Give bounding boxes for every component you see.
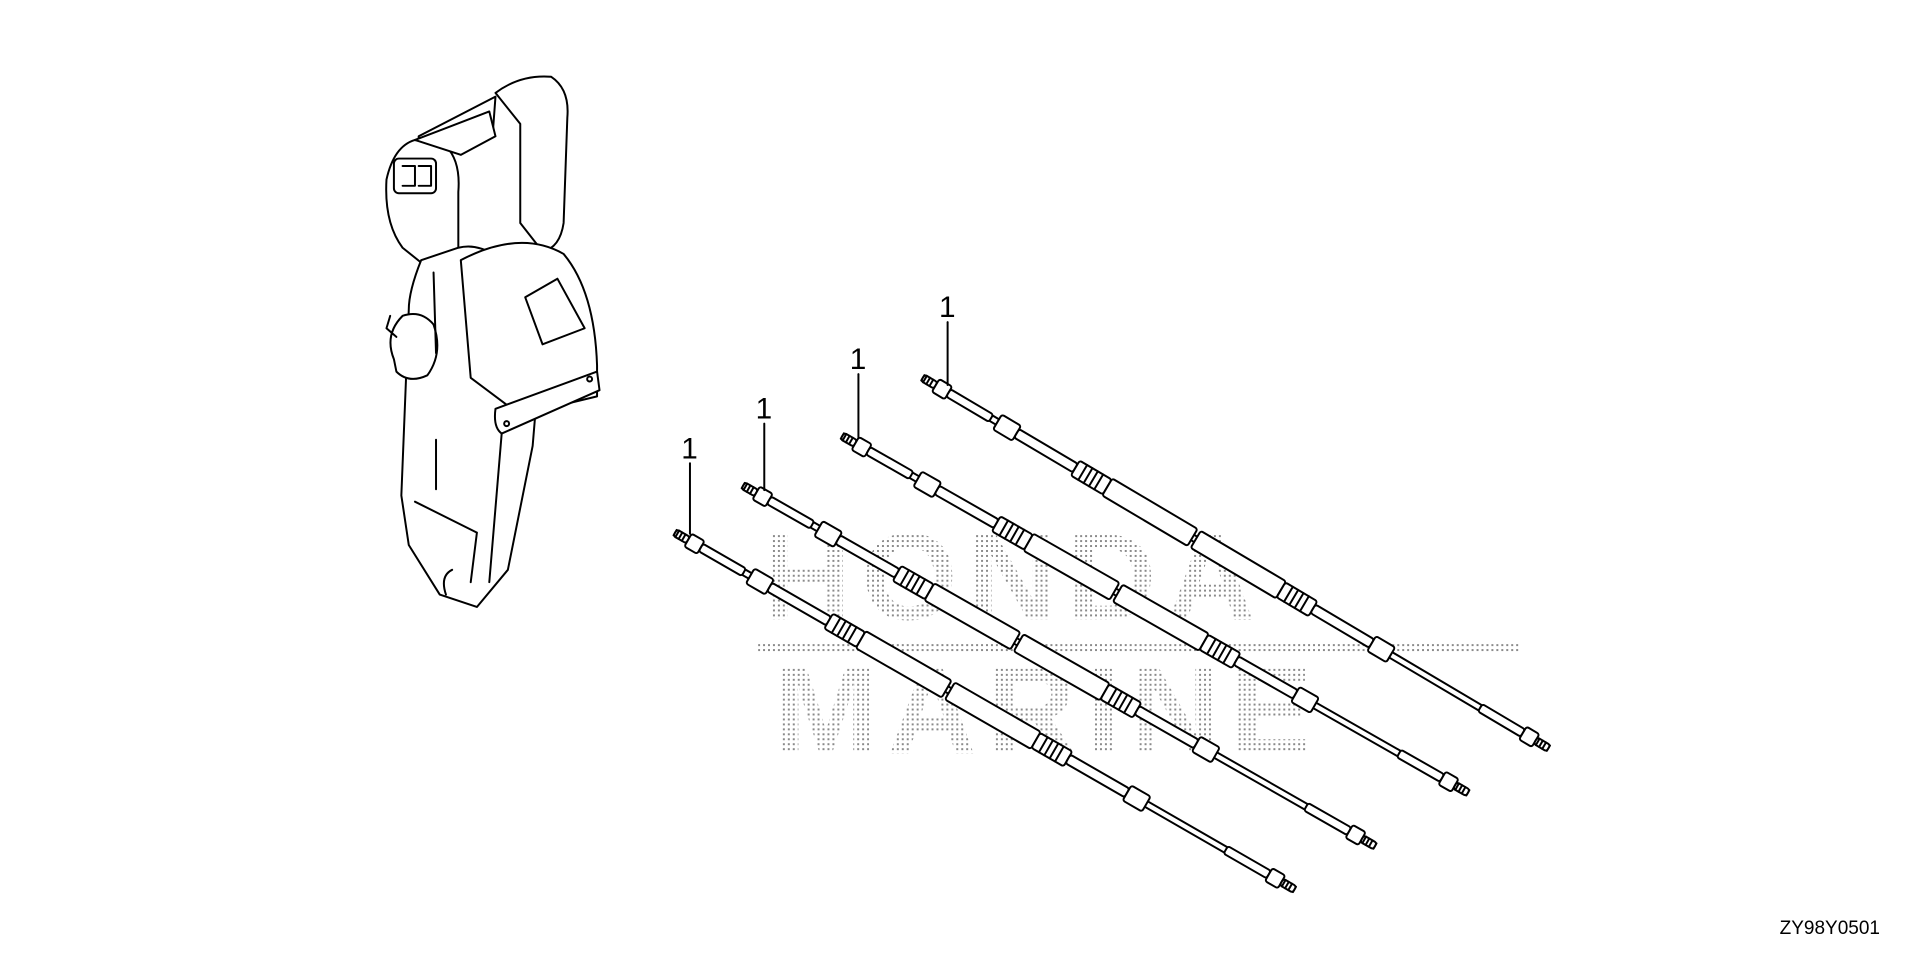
- callout-part-1: 1: [756, 393, 773, 492]
- remote-control-box: [385, 75, 601, 608]
- control-cables: [672, 374, 1551, 894]
- callout-part-1: 1: [939, 291, 956, 387]
- callout-label: 1: [756, 393, 773, 426]
- control-cable: [839, 432, 1471, 797]
- diagram-code: ZY98Y0501: [1779, 918, 1880, 939]
- callout-label: 1: [939, 291, 956, 324]
- callout-part-1: 1: [681, 432, 698, 535]
- callout-label: 1: [681, 432, 698, 465]
- callout-part-1: 1: [850, 343, 867, 439]
- callouts: 1 1 1 1: [681, 291, 956, 535]
- control-cable: [920, 374, 1551, 752]
- control-cable: [740, 481, 1378, 850]
- control-cable: [672, 528, 1297, 894]
- callout-label: 1: [850, 343, 867, 376]
